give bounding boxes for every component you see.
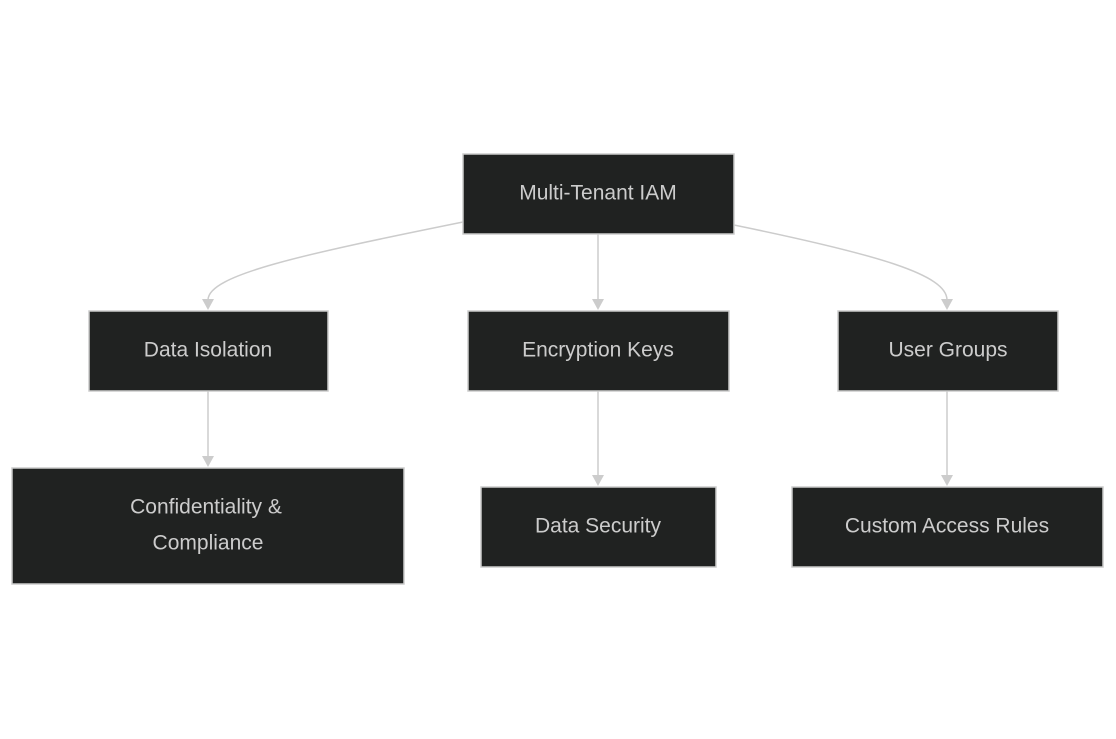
node-encryption-keys[interactable]: Encryption Keys — [467, 310, 730, 392]
node-label-line2: Compliance — [153, 532, 264, 555]
node-confidentiality-compliance[interactable]: Confidentiality & Compliance — [11, 467, 405, 585]
arrowhead-icon — [592, 299, 604, 310]
node-data-isolation[interactable]: Data Isolation — [88, 310, 329, 392]
node-label: Multi-Tenant IAM — [519, 182, 677, 205]
edges — [202, 221, 953, 486]
arrowhead-icon — [202, 299, 214, 310]
node-label: Data Isolation — [144, 339, 272, 362]
edge-root-groups — [733, 224, 948, 301]
arrowhead-icon — [202, 456, 214, 467]
arrowhead-icon — [941, 475, 953, 486]
arrowhead-icon — [941, 299, 953, 310]
node-label: Data Security — [535, 515, 662, 538]
node-data-security[interactable]: Data Security — [480, 486, 717, 568]
node-label: Custom Access Rules — [845, 515, 1049, 538]
edge-root-isolation — [207, 221, 464, 301]
node-label: Encryption Keys — [522, 339, 674, 362]
node-label-line1: Confidentiality & — [130, 496, 282, 519]
arrowhead-icon — [592, 475, 604, 486]
node-user-groups[interactable]: User Groups — [837, 310, 1059, 392]
node-multi-tenant-iam[interactable]: Multi-Tenant IAM — [462, 153, 735, 235]
node-custom-access-rules[interactable]: Custom Access Rules — [791, 486, 1104, 568]
node-label: User Groups — [888, 339, 1007, 362]
